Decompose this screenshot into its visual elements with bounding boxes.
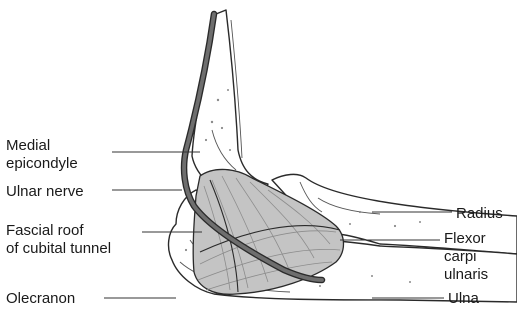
label-ulna: Ulna — [448, 290, 480, 307]
label-ulnar-nerve: Ulnar nerve — [6, 183, 84, 200]
label-medial-epicondyle-line2: epicondyle — [6, 155, 78, 172]
label-medial-epicondyle-line1: Medial — [6, 137, 50, 154]
label-fascial-roof-line2: of cubital tunnel — [6, 240, 111, 257]
label-medial-epicondyle: Medial epicondyle — [6, 137, 78, 172]
humerus-bone — [192, 10, 268, 196]
label-flexor-line2: carpi — [444, 248, 477, 265]
label-radius: Radius — [456, 205, 503, 222]
label-flexor-line3: ulnaris — [444, 266, 488, 283]
label-olecranon: Olecranon — [6, 290, 75, 307]
label-fascial-roof-line1: Fascial roof — [6, 222, 84, 239]
label-flexor-line1: Flexor — [444, 230, 486, 247]
label-fascial-roof: Fascial roof of cubital tunnel — [6, 222, 111, 257]
